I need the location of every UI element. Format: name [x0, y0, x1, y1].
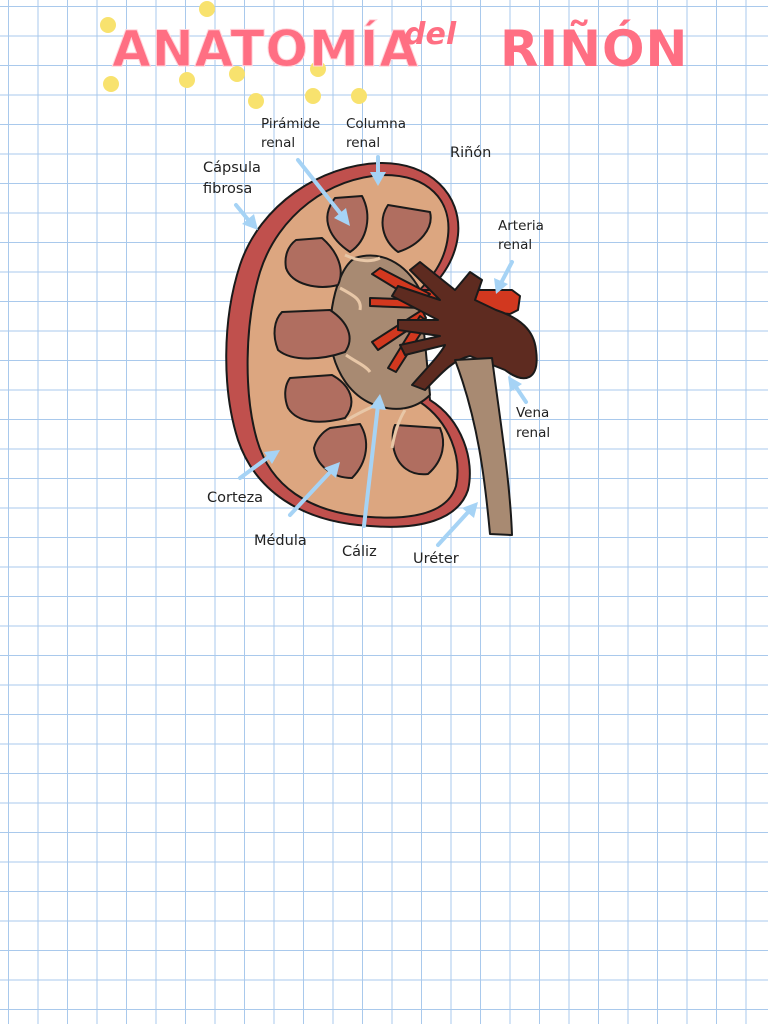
- kidney-diagram: [225, 161, 538, 536]
- label-vena-renal-line2: renal: [516, 425, 550, 441]
- label-arrows: [234, 155, 528, 547]
- label-vena-renal-line1: Vena: [516, 405, 549, 421]
- ureter: [454, 357, 513, 536]
- label-rinon: Riñón: [450, 145, 491, 161]
- label-medula: Médula: [254, 533, 307, 549]
- label-piramide-renal-line1: Pirámide: [261, 116, 320, 132]
- label-piramide-renal-line2: renal: [261, 135, 295, 151]
- label-corteza: Corteza: [207, 490, 263, 506]
- label-arteria-renal-line1: Arteria: [498, 218, 544, 234]
- title-part-anatomia: ANATOMÍA: [112, 19, 419, 78]
- title-part-del: del: [404, 17, 457, 52]
- label-columna-renal-line1: Columna: [346, 116, 406, 132]
- label-ureter: Uréter: [413, 551, 459, 567]
- decorative-dots: [100, 1, 367, 109]
- label-arteria-renal-line2: renal: [498, 237, 532, 253]
- renal-vein: [391, 261, 538, 391]
- label-caliz: Cáliz: [342, 544, 377, 560]
- page-title: ANATOMÍA del RIÑÓN: [112, 17, 688, 79]
- label-columna-renal-line2: renal: [346, 135, 380, 151]
- diagram-labels: Pirámide renal Columna renal Riñón Cápsu…: [203, 116, 550, 567]
- label-capsula-fibrosa-line1: Cápsula: [203, 160, 261, 176]
- title-part-rinon: RIÑÓN: [500, 19, 688, 78]
- label-capsula-fibrosa-line2: fibrosa: [203, 181, 252, 197]
